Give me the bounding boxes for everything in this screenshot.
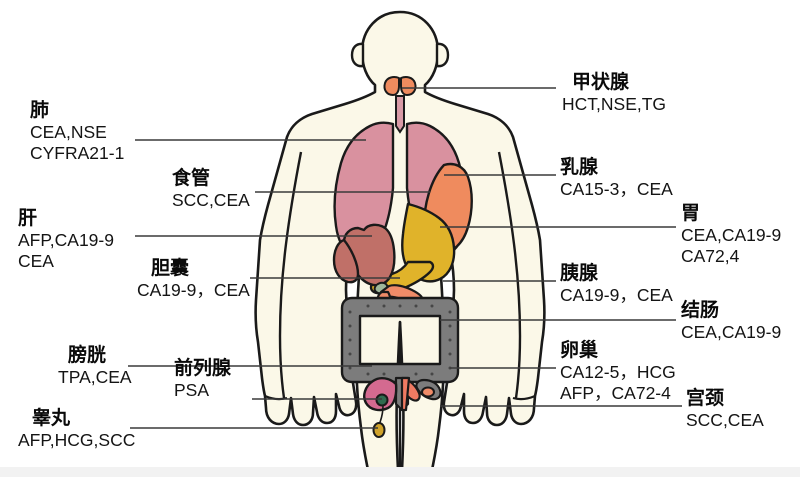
label-lung-markers-1: CYFRA21-1 bbox=[30, 143, 125, 164]
label-breast-markers-0: CA15-3，CEA bbox=[560, 179, 673, 200]
label-stomach-organ: 胃 bbox=[681, 203, 701, 224]
right-ear-shape bbox=[435, 42, 450, 68]
thyroid-shape-right bbox=[400, 76, 417, 96]
label-bladder: 膀胱 TPA,CEA bbox=[58, 345, 132, 388]
label-thyroid-organ: 甲状腺 bbox=[572, 72, 630, 93]
label-gallbladder-organ: 胆囊 bbox=[151, 258, 190, 279]
right-arm-inner-contour bbox=[497, 151, 522, 399]
right-wrist-line bbox=[512, 394, 536, 401]
label-liver-markers-0: AFP,CA19-9 bbox=[18, 230, 114, 251]
label-cervix-organ: 宫颈 bbox=[686, 388, 725, 409]
ovary-shape bbox=[421, 386, 435, 398]
label-breast-organ: 乳腺 bbox=[560, 157, 599, 178]
label-testis: 睾丸 AFP,HCG,SCC bbox=[18, 408, 135, 451]
label-cervix-markers-0: SCC,CEA bbox=[686, 410, 764, 431]
label-ovary: 卵巢 CA12-5，HCG AFP，CA72-4 bbox=[560, 340, 676, 404]
label-gallbladder-markers-0: CA19-9，CEA bbox=[137, 280, 250, 301]
leader-lines-group bbox=[128, 87, 682, 429]
label-pancreas-markers-0: CA19-9，CEA bbox=[560, 285, 673, 306]
label-stomach: 胃 CEA,CA19-9 CA72,4 bbox=[681, 203, 781, 267]
colon-haustra-texture bbox=[348, 304, 452, 376]
label-esophagus-markers-0: SCC,CEA bbox=[172, 190, 250, 211]
label-bladder-organ: 膀胱 bbox=[68, 345, 107, 366]
left-ear-shape bbox=[350, 42, 365, 68]
label-stomach-markers-0: CEA,CA19-9 bbox=[681, 225, 782, 246]
label-colon-organ: 结肠 bbox=[681, 300, 720, 321]
label-liver-markers-1: CEA bbox=[18, 251, 54, 272]
label-esophagus: 食管 SCC,CEA bbox=[172, 168, 250, 211]
label-lung-organ: 肺 bbox=[30, 100, 50, 121]
label-pancreas: 胰腺 CA19-9，CEA bbox=[560, 263, 673, 306]
thyroid-shape bbox=[383, 76, 400, 96]
label-lung: 肺 CEA,NSE CYFRA21-1 bbox=[30, 100, 124, 164]
label-breast: 乳腺 CA15-3，CEA bbox=[560, 157, 673, 200]
label-colon: 结肠 CEA,CA19-9 bbox=[681, 300, 781, 343]
label-liver: 肝 AFP,CA19-9 CEA bbox=[18, 208, 114, 272]
label-testis-markers-0: AFP,HCG,SCC bbox=[18, 430, 136, 451]
label-cervix: 宫颈 SCC,CEA bbox=[686, 388, 764, 431]
label-pancreas-organ: 胰腺 bbox=[560, 263, 599, 284]
label-ovary-markers-0: CA12-5，HCG bbox=[560, 362, 676, 383]
label-ovary-organ: 卵巢 bbox=[560, 340, 599, 361]
organ-group bbox=[332, 76, 473, 438]
label-stomach-markers-1: CA72,4 bbox=[681, 246, 740, 267]
label-colon-markers-0: CEA,CA19-9 bbox=[681, 322, 782, 343]
label-ovary-markers-1: AFP，CA72-4 bbox=[560, 383, 671, 404]
colon-shape bbox=[340, 296, 460, 384]
label-bladder-markers-0: TPA,CEA bbox=[58, 367, 132, 388]
bottom-strip bbox=[0, 467, 800, 477]
label-liver-organ: 肝 bbox=[18, 208, 38, 229]
label-prostate: 前列腺 PSA bbox=[174, 358, 231, 401]
testis-shape bbox=[372, 422, 386, 438]
label-testis-organ: 睾丸 bbox=[32, 408, 71, 429]
label-esophagus-organ: 食管 bbox=[172, 168, 211, 189]
prostate-shape bbox=[375, 393, 389, 407]
trachea-shape bbox=[395, 95, 405, 134]
label-gallbladder: 胆囊 CA19-9，CEA bbox=[137, 258, 250, 301]
label-prostate-organ: 前列腺 bbox=[174, 358, 232, 379]
liver-left-lobe-shape bbox=[332, 238, 360, 284]
label-thyroid: 甲状腺 HCT,NSE,TG bbox=[562, 72, 666, 115]
body-silhouette bbox=[254, 10, 546, 472]
label-prostate-markers-0: PSA bbox=[174, 380, 210, 401]
label-thyroid-markers-0: HCT,NSE,TG bbox=[562, 94, 667, 115]
cervix-canal-shape bbox=[400, 376, 411, 412]
label-lung-markers-0: CEA,NSE bbox=[30, 122, 107, 143]
